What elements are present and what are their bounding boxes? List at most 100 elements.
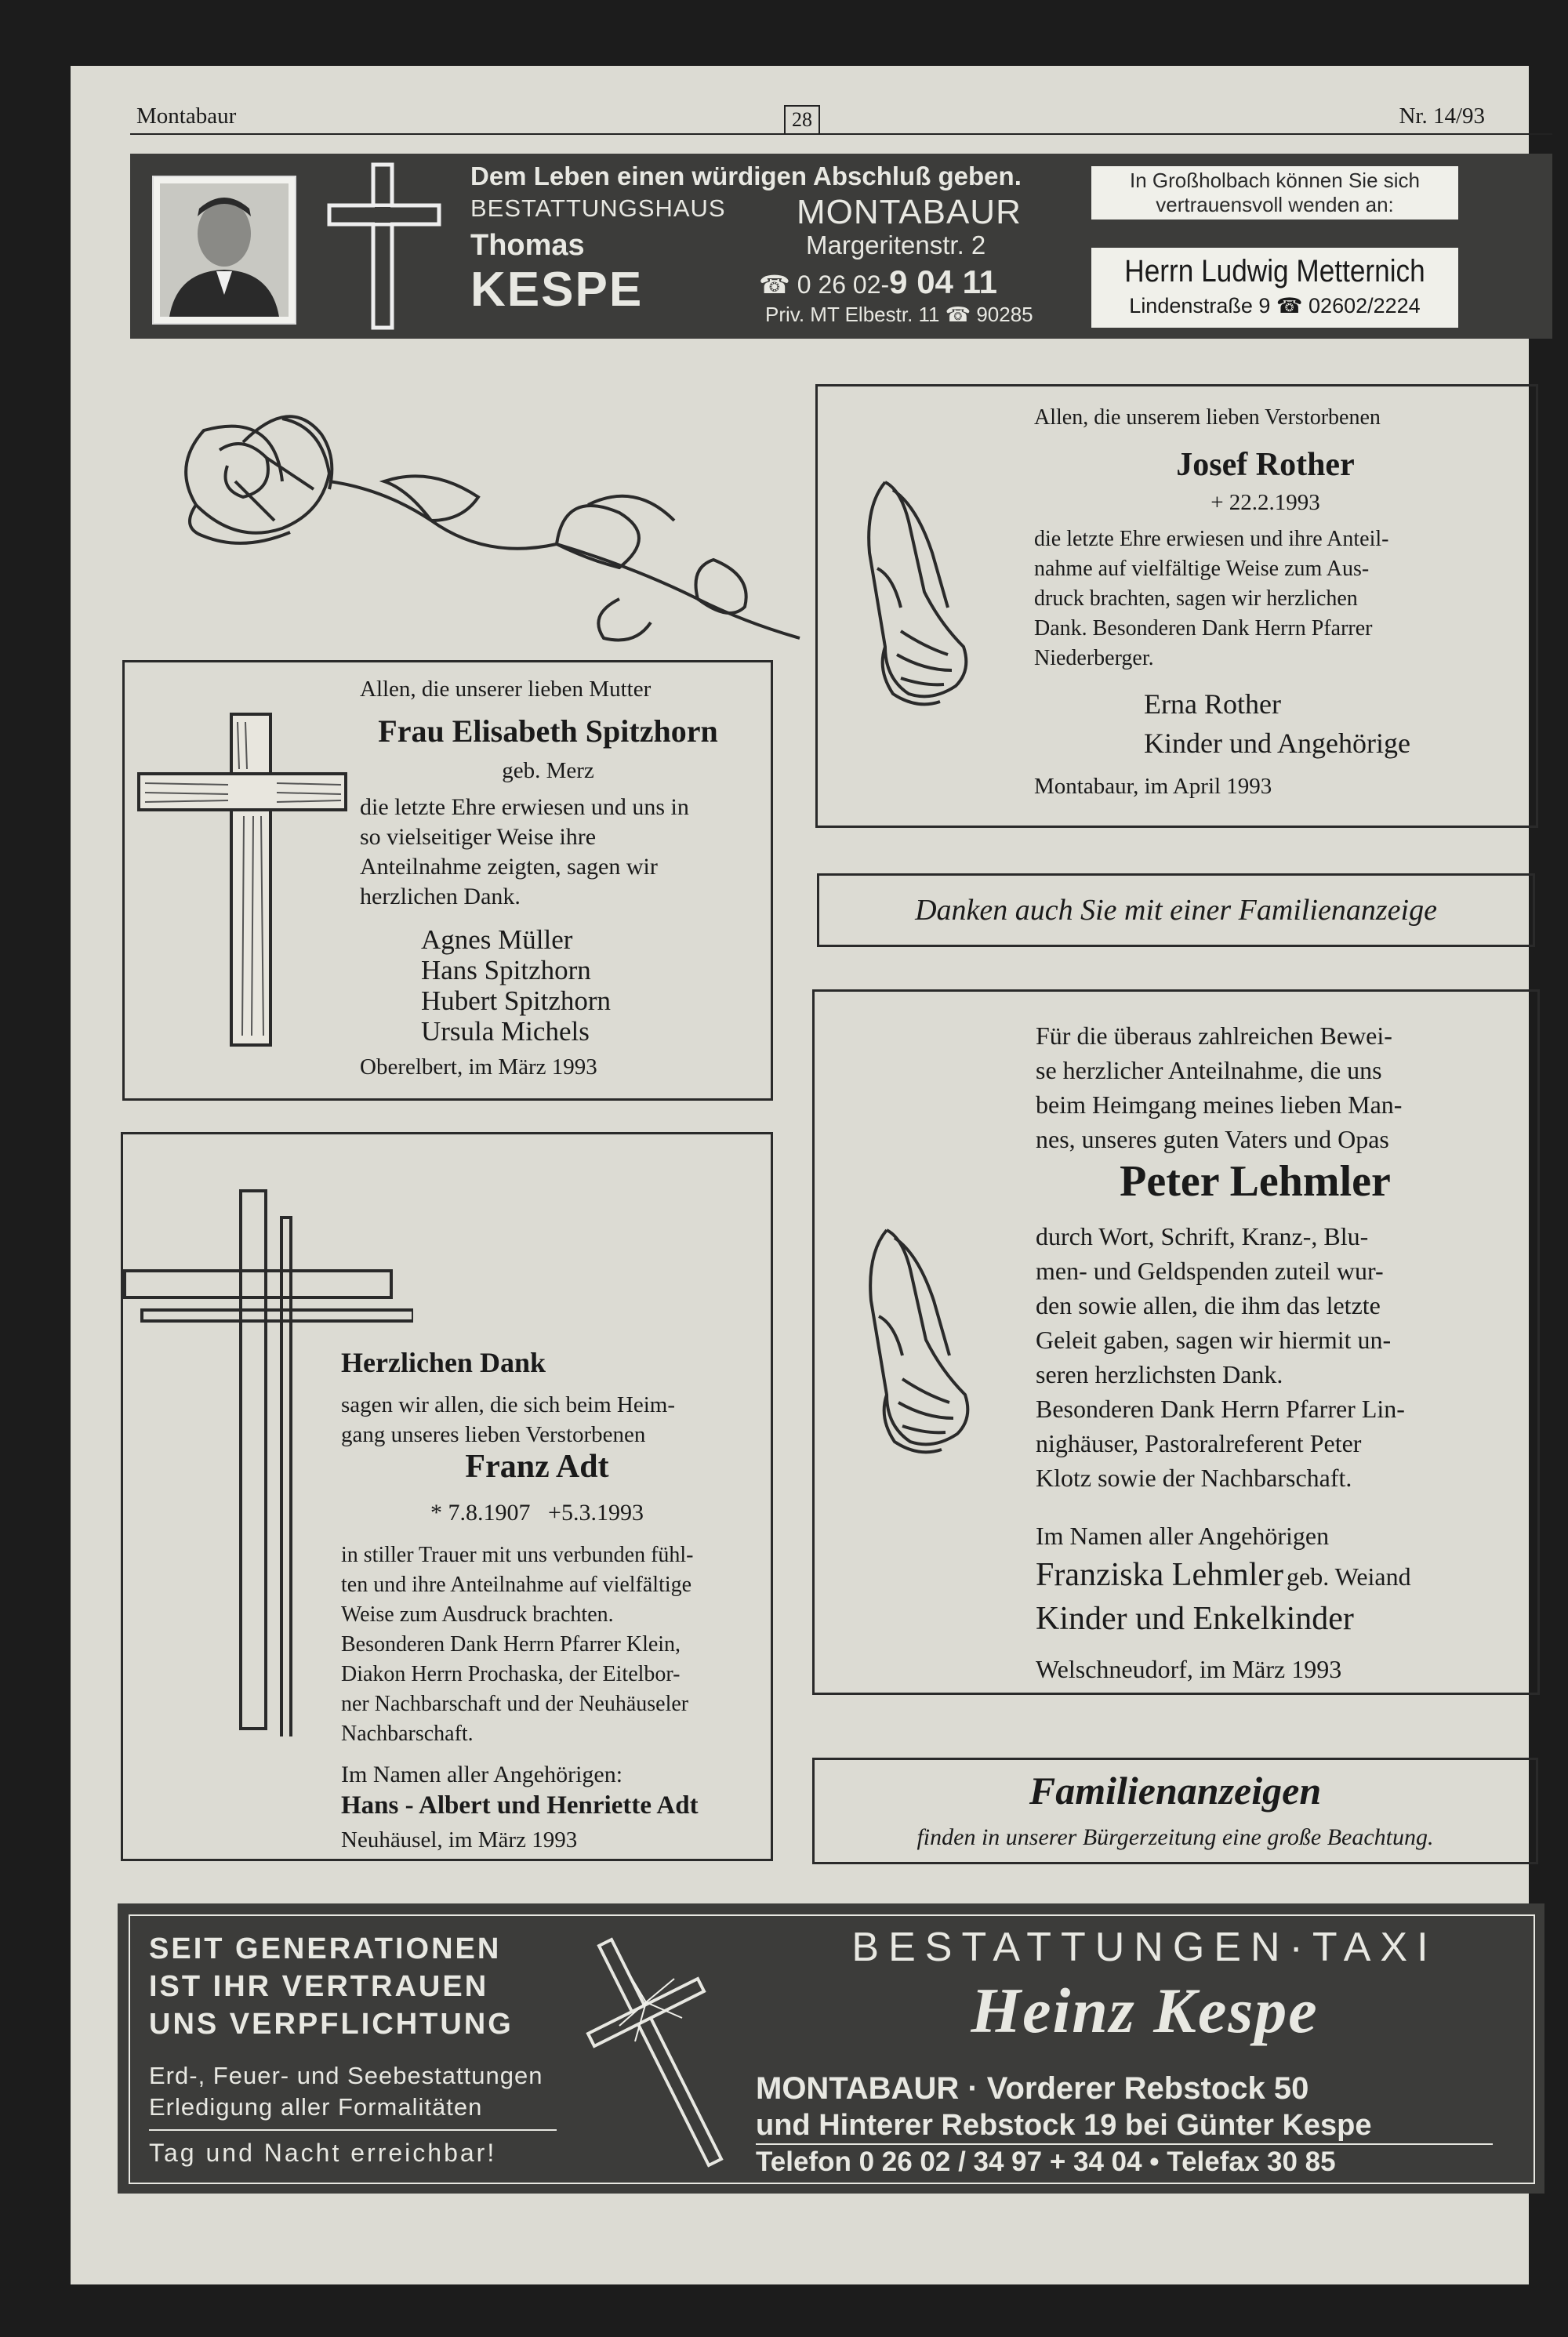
text-line: Nachbarschaft. [341,1722,474,1746]
family-ad-subtitle: finden in unserer Bürgerzeitung eine gro… [916,1824,1434,1850]
text-line: sagen wir allen, die sich beim Heim- [341,1392,676,1417]
lehmler-name: Peter Lehmler [1120,1157,1391,1206]
rother-intro: Allen, die unserem lieben Verstorbenen [1034,405,1381,430]
slogan-line: SEIT GENERATIONEN [149,1932,502,1965]
text-line: herzlichen Dank. [360,884,521,909]
bottom-ad-phone: Telefon 0 26 02 / 34 97 + 34 04 • Telefa… [756,2146,1336,2177]
text-line: nighäuser, Pastoralreferent Peter [1036,1429,1362,1457]
contact-address: Lindenstraße 9 ☎ 02602/2224 [1129,294,1421,318]
adt-on-behalf: Im Namen aller Angehörigen: [341,1762,623,1787]
text-line: ten und ihre Anteilnahme auf vielfältige [341,1573,692,1597]
signer-name: Kinder und Angehörige [1144,728,1410,759]
issue-number: Nr. 14/93 [1399,103,1485,129]
text-line: ner Nachbarschaft und der Neuhäuseler [341,1692,689,1716]
lehmler-intro: Für die überaus zahlreichen Bewei- se he… [1036,1018,1402,1156]
adt-signers: Hans - Albert und Henriette Adt [341,1791,699,1820]
contact-name: Herrn Ludwig Metternich [1124,254,1425,288]
text-line: die letzte Ehre erwiesen und uns in [360,794,689,820]
cross-icon [326,161,444,331]
lehmler-on-behalf: Im Namen aller Angehörigen [1036,1522,1330,1550]
bottom-ad-owner: Heinz Kespe [971,1975,1319,2046]
text-line: die letzte Ehre erwiesen und ihre Anteil… [1034,527,1389,551]
text-line: nahme auf vielfältige Weise zum Aus- [1034,557,1370,581]
ad-lehmler: Für die überaus zahlreichen Bewei- se he… [812,989,1540,1695]
top-ad-first-name: Thomas [470,229,585,262]
adt-intro: sagen wir allen, die sich beim Heim- gan… [341,1390,675,1450]
top-ad-street: Margeritenstr. 2 [806,230,986,259]
adt-name: Franz Adt [465,1449,609,1485]
rose-illustration [149,364,815,693]
ad-spitzhorn: Allen, die unserer lieben Mutter Frau El… [122,660,773,1101]
bottom-ad-frame [129,1914,1535,2184]
text-line: nes, unseres guten Vaters und Opas [1036,1125,1389,1153]
wooden-cross-icon [136,706,350,1051]
spitzhorn-birth-name: geb. Merz [502,758,594,783]
text-line: so vielseitiger Weise ihre [360,824,597,850]
availability-rule [149,2129,557,2131]
spitzhorn-text: die letzte Ehre erwiesen und uns in so v… [360,793,689,912]
lehmler-widow-line: Franziska Lehmler geb. Weiand [1036,1556,1411,1594]
widow-name: Franziska Lehmler [1036,1557,1284,1593]
text-line: Niederberger. [1034,646,1154,670]
slogan-line: IST IHR VERTRAUEN [149,1970,489,2003]
slogan-line: UNS VERPFLICHTUNG [149,2008,514,2041]
text-line: druck brachten, sagen wir herzlichen [1034,586,1358,611]
family-ad-note: Familienanzeigen finden in unserer Bürge… [812,1758,1538,1864]
bottom-ad-address-1: MONTABAUR · Vorderer Rebstock 50 [756,2071,1309,2106]
signer-name: Hans Spitzhorn [421,955,591,985]
text-line: se herzlicher Anteilnahme, die uns [1036,1056,1382,1084]
top-ad-contact-box: Herrn Ludwig Metternich Lindenstraße 9 ☎… [1091,248,1458,328]
text-line: Klotz sowie der Nachbarschaft. [1036,1464,1352,1492]
praying-hands-icon [854,474,979,717]
spitzhorn-intro: Allen, die unserer lieben Mutter [360,677,652,702]
text-line: in stiller Trauer mit uns verbunden fühl… [341,1543,694,1567]
lehmler-text: durch Wort, Schrift, Kranz-, Blu- men- u… [1036,1219,1405,1495]
adt-heading: Herzlichen Dank [341,1347,546,1378]
adt-place-date: Neuhäusel, im März 1993 [341,1827,578,1853]
top-ad-city: MONTABAUR [797,193,1022,231]
text-line: gang unseres lieben Verstorbenen [341,1422,646,1447]
text-line: Anteilnahme zeigten, sagen wir [360,854,658,880]
ad-rother: Allen, die unserem lieben Verstorbenen J… [815,384,1538,828]
top-ad-side-note: In Großholbach können Sie sich vertrauen… [1091,166,1458,220]
service-line: Erd-, Feuer- und Seebestattungen [149,2062,543,2089]
spitzhorn-name: Frau Elisabeth Spitzhorn [378,713,718,749]
promo-banner: Danken auch Sie mit einer Familienanzeig… [817,873,1535,947]
rother-name: Josef Rother [1176,447,1355,483]
widow-birth-name: geb. Weiand [1287,1562,1411,1591]
praying-hands-icon [855,1222,981,1465]
text-line: den sowie allen, die ihm das letzte [1036,1291,1381,1319]
signer-name: Hubert Spitzhorn [421,985,612,1016]
phone-prefix: ☎ 0 26 02- [759,270,890,299]
signer-name: Agnes Müller [421,924,573,955]
bottom-ad-kespe: SEIT GENERATIONEN IST IHR VERTRAUEN UNS … [118,1903,1544,2194]
top-ad-kespe: Dem Leben einen würdigen Abschluß geben.… [130,154,1552,339]
text-line: Diakon Herrn Prochaska, der Eitelbor- [341,1662,681,1686]
text-line: beim Heimgang meines lieben Man- [1036,1090,1403,1119]
phone-main: 9 04 11 [889,263,997,300]
cross-icon [580,1924,737,2175]
top-ad-phone: ☎ 0 26 02-9 04 11 [759,263,997,301]
bottom-ad-services: Erd-, Feuer- und Seebestattungen Erledig… [149,2060,543,2123]
bottom-ad-slogan: SEIT GENERATIONEN IST IHR VERTRAUEN UNS … [149,1930,514,2043]
signer-name: Erna Rother [1144,688,1281,720]
ad-adt: Herzlichen Dank sagen wir allen, die sic… [121,1132,773,1861]
signer-name: Ursula Michels [421,1016,590,1047]
family-ad-title: Familienanzeigen [1029,1769,1322,1813]
text-line: Weise zum Ausdruck brachten. [341,1602,614,1627]
rother-date: + 22.2.1993 [1210,490,1320,515]
town-label: Montabaur [136,103,237,129]
text-line: Dank. Besonderen Dank Herrn Pfarrer [1034,616,1373,640]
lehmler-place-date: Welschneudorf, im März 1993 [1036,1655,1342,1683]
top-ad-last-name: KESPE [470,263,644,317]
text-line: Geleit gaben, sagen wir hiermit un- [1036,1326,1392,1354]
rother-place-date: Montabaur, im April 1993 [1034,774,1272,799]
text-line: durch Wort, Schrift, Kranz-, Blu- [1036,1222,1369,1250]
lehmler-family: Kinder und Enkelkinder [1036,1601,1354,1637]
text-line: men- und Geldspenden zuteil wur- [1036,1257,1384,1285]
bottom-ad-availability: Tag und Nacht erreichbar! [149,2139,497,2167]
top-ad-private: Priv. MT Elbestr. 11 ☎ 90285 [765,303,1033,326]
bottom-ad-business: BESTATTUNGEN·TAXI [851,1925,1438,1970]
top-ad-slogan: Dem Leben einen würdigen Abschluß geben. [470,161,1022,191]
portrait-photo [152,176,296,325]
